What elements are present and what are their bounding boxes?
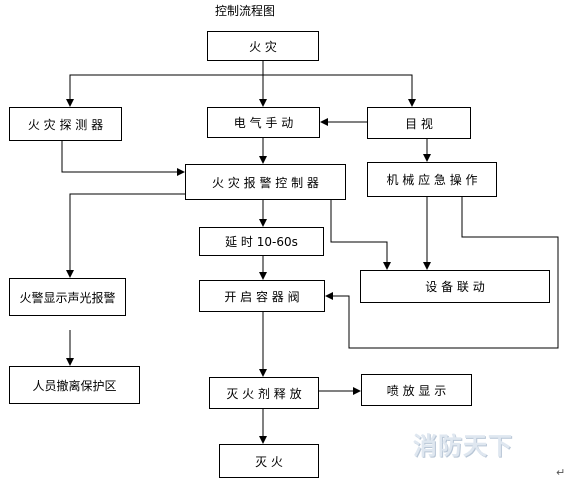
node-extinguish: 灭 火 — [219, 444, 319, 478]
node-sound-light-alarm: 火警显示声光报警 — [9, 278, 126, 316]
node-fire-alarm-controller: 火 灾 报 警 控 制 器 — [185, 164, 346, 200]
return-mark: ↵ — [556, 466, 566, 479]
arrow-detector-to-controller — [61, 141, 185, 176]
diagram-title: 控制流程图 — [214, 4, 275, 18]
node-fire-detector: 火 灾 探 测 器 — [9, 107, 122, 141]
node-mechanical-emergency: 机 械 应 急 操 作 — [367, 162, 497, 197]
node-equipment-linkage: 设 备 联 动 — [360, 270, 550, 303]
node-agent-release: 灭 火 剂 释 放 — [209, 377, 319, 409]
arrow-fire-to-detector-visual — [69, 74, 416, 107]
node-visual-inspection: 目 视 — [367, 107, 471, 139]
node-spray-display: 喷 放 显 示 — [361, 374, 472, 406]
node-electric-manual: 电 气 手 动 — [207, 107, 320, 138]
arrow-controller-to-linkage — [330, 200, 391, 270]
node-evacuate-zone: 人员撤离保护区 — [9, 366, 140, 404]
node-delay: 延 时 10-60s — [199, 227, 324, 256]
node-open-container-valve: 开 启 容 器 阀 — [199, 280, 325, 312]
watermark-logo: 消防天下 — [413, 432, 513, 460]
arrow-mechanical-loop-to-valve — [325, 197, 559, 349]
node-fire: 火 灾 — [207, 31, 319, 61]
arrow-controller-to-sound-alarm — [66, 193, 185, 278]
